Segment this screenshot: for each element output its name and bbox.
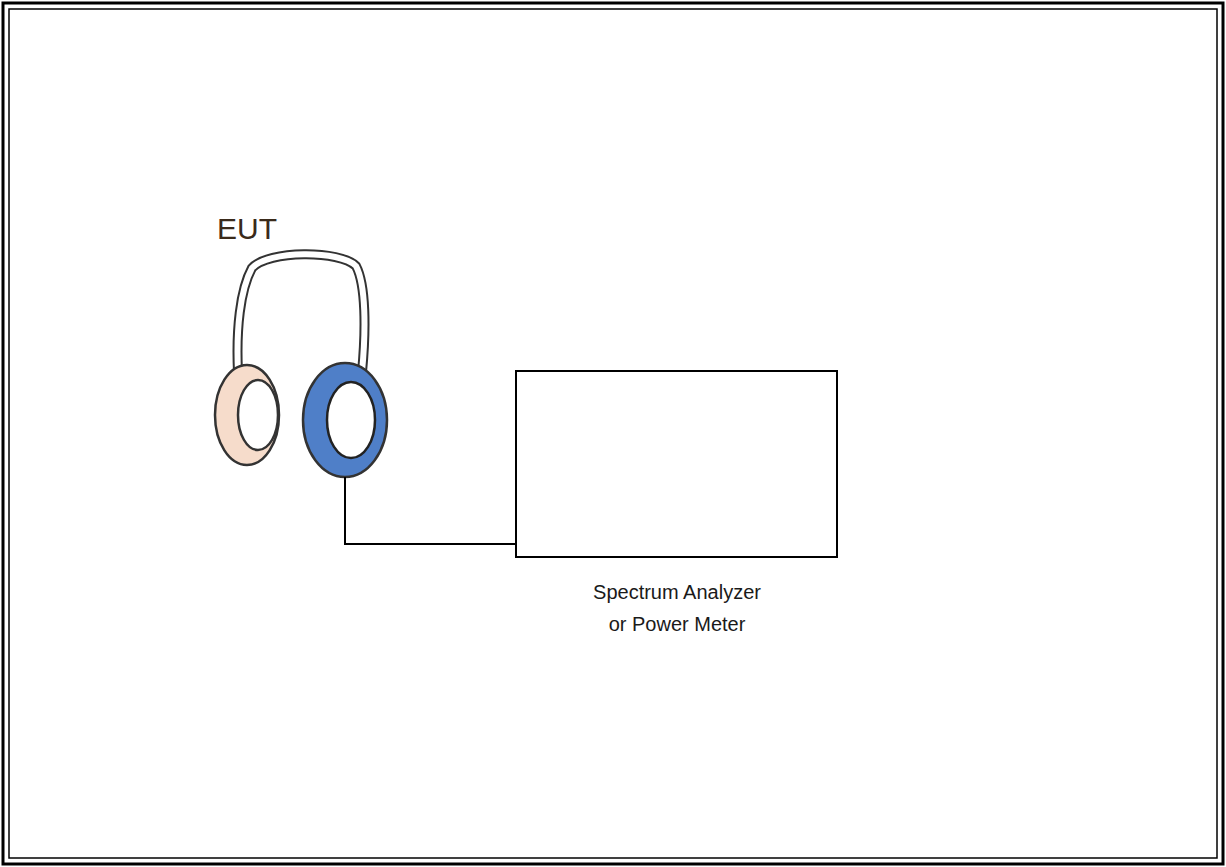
instrument-box: Spectrum Analyzer or Power Meter (515, 370, 838, 558)
right-earcup (303, 363, 387, 477)
instrument-label: Spectrum Analyzer or Power Meter (582, 576, 772, 640)
inner-frame (9, 9, 1217, 858)
headband (238, 254, 365, 372)
outer-frame (3, 3, 1223, 864)
left-earcup (215, 365, 279, 465)
headphones-eut: EUT (205, 212, 400, 477)
device-label: EUT (217, 212, 277, 246)
signal-cable (345, 477, 515, 544)
